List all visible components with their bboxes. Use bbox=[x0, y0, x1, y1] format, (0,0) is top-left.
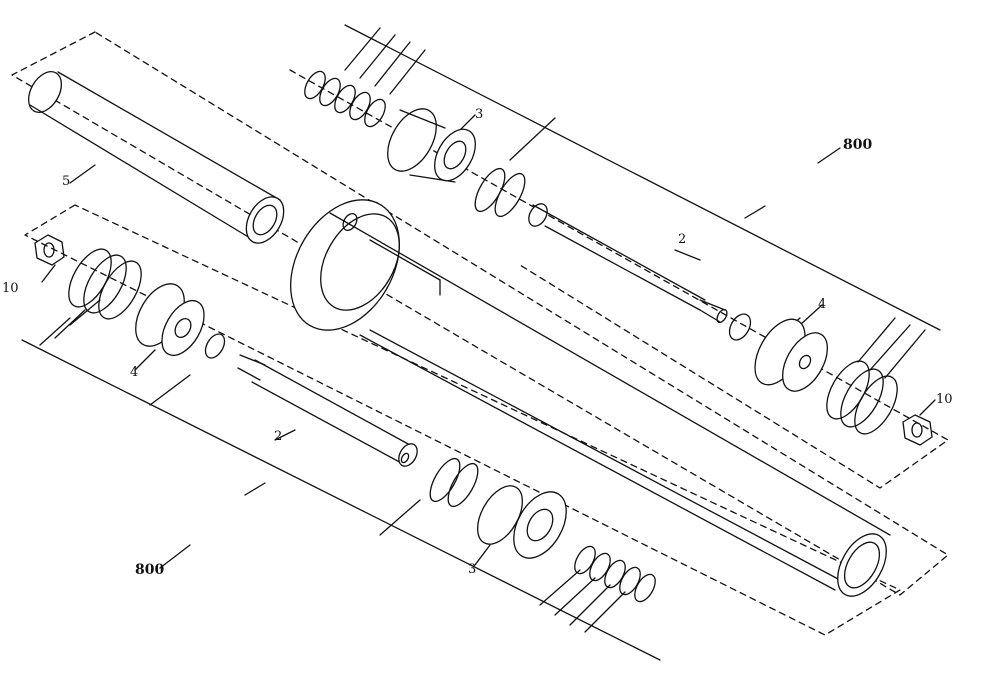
gland-part-3-upper bbox=[387, 108, 476, 183]
callout-2-rod-upper: 2 bbox=[678, 232, 687, 247]
kit-bracket-upper bbox=[344, 24, 941, 331]
kit-bracket-lower bbox=[21, 339, 661, 661]
seal-ring-lower bbox=[429, 457, 479, 508]
rod-part-2-lower bbox=[237, 354, 418, 467]
callout-10-nut-right: 10 bbox=[936, 392, 953, 407]
callout-3-gland-upper: 3 bbox=[475, 107, 484, 122]
seal-kit-lower bbox=[574, 545, 656, 603]
callout-5-tube: 5 bbox=[62, 174, 71, 189]
piston-part-4-upper bbox=[728, 313, 828, 392]
kit-boundary-right bbox=[289, 69, 949, 489]
kit-boundary-lower bbox=[24, 204, 901, 636]
piston-part-4-lower bbox=[135, 283, 226, 359]
rod-part-2-upper bbox=[528, 203, 728, 324]
callout-800-top: 800 bbox=[843, 137, 873, 153]
nut-part-10-left bbox=[34, 234, 65, 266]
kit-boundary-upper bbox=[11, 31, 949, 596]
seal-ring-upper bbox=[474, 167, 526, 218]
callout-4-piston-lower: 4 bbox=[130, 365, 139, 380]
seal-kit-right bbox=[826, 360, 898, 435]
cylinder-barrel bbox=[290, 199, 891, 597]
callout-2-rod-lower: 2 bbox=[274, 429, 283, 444]
callout-10-nut-left: 10 bbox=[2, 281, 19, 296]
callout-3-gland-lower: 3 bbox=[468, 562, 477, 577]
tube-part-5 bbox=[27, 71, 285, 244]
callout-4-piston-upper: 4 bbox=[818, 297, 827, 312]
gland-part-3-lower bbox=[477, 485, 567, 559]
callout-800-bottom: 800 bbox=[135, 562, 165, 578]
seal-kit-left bbox=[68, 248, 142, 320]
nut-part-10-right bbox=[902, 414, 933, 446]
seal-kit-upper bbox=[304, 70, 386, 128]
